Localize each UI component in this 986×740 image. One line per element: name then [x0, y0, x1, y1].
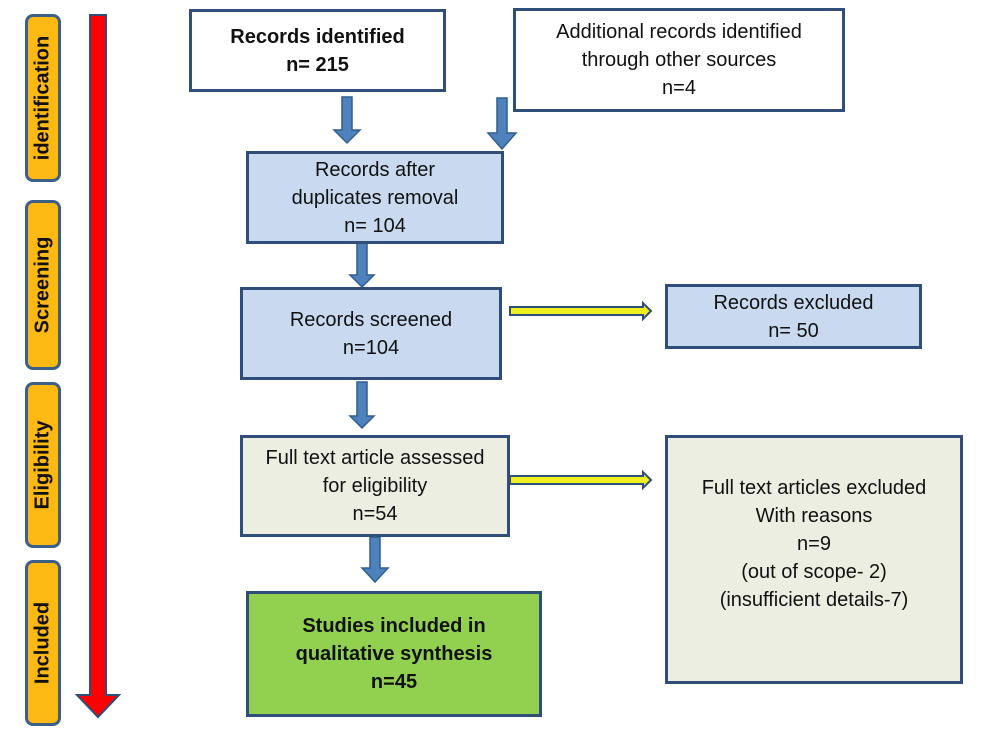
box-count: n= 104	[344, 214, 406, 237]
box-title: Records excluded	[713, 291, 874, 314]
side-arrow-excluded	[509, 300, 653, 322]
stage-eligibility: Eligibility	[25, 382, 61, 548]
box-title: Full text article assessed	[265, 447, 485, 469]
box-count: n=45	[370, 671, 418, 693]
box-title-line2: through other sources	[581, 49, 777, 71]
box-count: n=4	[662, 77, 696, 99]
box-count: n=104	[342, 336, 400, 359]
box-title-line2: for eligibility	[322, 475, 428, 497]
studies-included-box: Studies included in qualitative synthesi…	[246, 591, 542, 717]
box-title: Full text articles excluded	[701, 477, 927, 499]
box-subtitle: With reasons	[755, 505, 873, 527]
after-duplicates-box: Records after duplicates removal n= 104	[246, 151, 504, 244]
box-title: Additional records identified	[556, 21, 802, 43]
reason-insufficient-details: (insufficient details-7)	[719, 589, 909, 611]
down-arrow-assessed	[360, 536, 390, 584]
box-count: n=54	[352, 503, 398, 525]
full-text-excluded-box: Full text articles excluded With reasons…	[665, 435, 963, 684]
stage-included: Included	[25, 560, 61, 726]
reason-out-of-scope: (out of scope- 2)	[741, 561, 887, 583]
down-arrow-after-duplicates	[348, 239, 376, 289]
box-title: Records identified	[230, 25, 405, 48]
box-title: Studies included in	[302, 615, 486, 637]
box-title: Records screened	[289, 308, 453, 331]
stage-identification: identification	[25, 14, 61, 182]
stage-screening: Screening	[25, 200, 61, 370]
additional-records-box: Additional records identified through ot…	[513, 8, 845, 112]
side-arrow-full-text-excluded	[509, 469, 653, 491]
box-count: n=9	[797, 533, 831, 555]
full-text-assessed-box: Full text article assessed for eligibili…	[240, 435, 510, 537]
down-arrow-identified	[332, 96, 362, 145]
progress-arrow	[74, 14, 122, 719]
records-excluded-box: Records excluded n= 50	[665, 284, 922, 349]
down-arrow-screened	[348, 381, 376, 430]
box-title-line2: duplicates removal	[291, 186, 459, 209]
box-count: n= 50	[768, 319, 819, 342]
records-screened-box: Records screened n=104	[240, 287, 502, 380]
box-title: Records after	[314, 158, 436, 181]
records-identified-box: Records identified n= 215	[189, 9, 446, 92]
box-title-line2: qualitative synthesis	[295, 643, 493, 665]
box-count: n= 215	[286, 53, 349, 76]
down-arrow-additional	[486, 97, 518, 151]
